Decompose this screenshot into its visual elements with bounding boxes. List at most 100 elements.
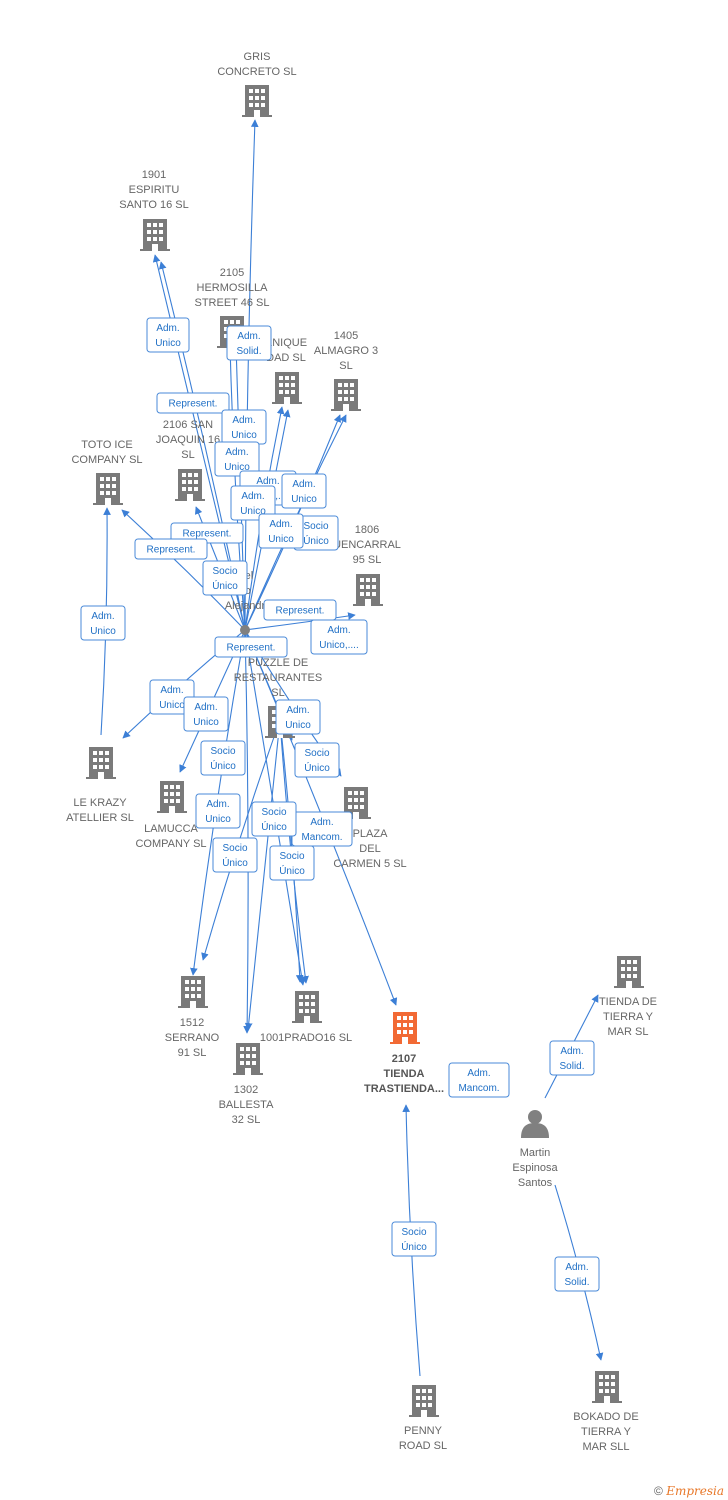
edge-label[interactable]: Adm.Solid. <box>549 1040 595 1076</box>
edge-label-text: Adm. <box>565 1262 588 1273</box>
node-label: BALLESTA <box>219 1099 274 1111</box>
edge-label-text: Unico <box>205 814 231 825</box>
edge-label-text: Adm. <box>286 705 309 716</box>
node-label: TOTO ICE <box>81 439 133 451</box>
edge-label-box <box>156 392 230 414</box>
node-label: ATELLIER SL <box>66 812 134 824</box>
edge-label[interactable]: Adm.Unico <box>214 441 260 477</box>
edge-label-text: Único <box>303 534 329 547</box>
edge-label[interactable]: Adm.Unico <box>230 485 276 521</box>
relationship-edge <box>244 612 356 631</box>
node-label: Santos <box>518 1177 553 1189</box>
node-label: TIERRA Y <box>603 1011 654 1023</box>
edge-label-text: Socio <box>222 843 247 854</box>
edge-label-text: Único <box>210 759 236 772</box>
edge-label-text: Único <box>304 761 330 774</box>
edge-label-text: Adm. <box>160 685 183 696</box>
edge-label[interactable]: Represent. <box>263 599 337 621</box>
edge-label[interactable]: Adm.Mancom. <box>291 811 353 847</box>
company-node-lekrazy[interactable]: LE KRAZY ATELLIER SL <box>66 747 134 824</box>
edge-label-box <box>549 1040 595 1076</box>
edge-label-box <box>251 801 297 837</box>
edge-label-box <box>281 473 327 509</box>
edge-label-box <box>183 696 229 732</box>
edge-label-text: Adm. <box>292 479 315 490</box>
edge-label[interactable]: Adm.Unico <box>221 409 267 445</box>
building-icon <box>175 469 205 501</box>
edge-label[interactable]: Adm.Unico <box>258 513 304 549</box>
edge-label-text: Adm. <box>237 331 260 342</box>
edge-label[interactable]: Adm.Unico <box>183 696 229 732</box>
edge-label[interactable]: Adm.Mancom. <box>448 1062 510 1098</box>
node-label: JOAQUIN 16 <box>156 434 220 446</box>
edge-label-box <box>226 325 272 361</box>
edge-label[interactable]: Adm.Unico <box>281 473 327 509</box>
company-node-tienda2107[interactable]: 2107TIENDATRASTIENDA... <box>364 1012 444 1095</box>
brand-logo[interactable]: Empresia <box>666 1484 724 1498</box>
edge-label[interactable]: Adm.Unico <box>195 793 241 829</box>
node-label: CARMEN 5 SL <box>333 858 406 870</box>
edge-label[interactable]: Adm.Unico <box>275 699 321 735</box>
node-label: ALMAGRO 3 <box>314 345 378 357</box>
edge-labels: Adm.UnicoAdm.Solid.Represent.Adm.UnicoAd… <box>80 317 600 1292</box>
edge-label[interactable]: Adm.Unico <box>80 605 126 641</box>
edge-label-box <box>310 619 368 655</box>
edge-label-text: Unico <box>90 626 116 637</box>
edge-label-text: Solid. <box>236 346 261 357</box>
edge-label-box <box>80 605 126 641</box>
edge-label[interactable]: Represent. <box>134 538 208 560</box>
edge-label-text: Unico <box>231 430 257 441</box>
person-icon <box>521 1110 549 1138</box>
building-icon <box>592 1371 622 1403</box>
node-label: 2105 <box>220 267 244 279</box>
edge-label[interactable]: Represent. <box>214 636 288 658</box>
edge-label[interactable]: Adm.Unico <box>146 317 190 353</box>
node-label: LE KRAZY <box>73 797 127 809</box>
node-label: Alejandr <box>225 600 266 612</box>
edge-label[interactable]: Adm.Unico,.... <box>310 619 368 655</box>
edge-label-text: Unico <box>268 534 294 545</box>
building-icon <box>409 1385 439 1417</box>
company-node-prado[interactable]: 1001PRADO16 SL <box>260 991 352 1044</box>
node-label: ENIQUE <box>265 337 307 349</box>
edge-label-box <box>263 599 337 621</box>
node-label: 2107 <box>392 1053 416 1065</box>
node-label: Espinosa <box>512 1162 558 1174</box>
edge-label[interactable]: Adm.Solid. <box>554 1256 600 1292</box>
building-icon <box>86 747 116 779</box>
edge-label[interactable]: Adm. Solid. <box>226 325 272 361</box>
edge-label-box <box>448 1062 510 1098</box>
edge-label[interactable]: Represent. <box>156 392 230 414</box>
edge-label-text: Único <box>279 864 305 877</box>
edge-label-box <box>269 845 315 881</box>
node-label: MAR SLL <box>582 1441 629 1453</box>
edge-label-text: Adm. <box>256 476 279 487</box>
node-label: 1405 <box>334 330 358 342</box>
